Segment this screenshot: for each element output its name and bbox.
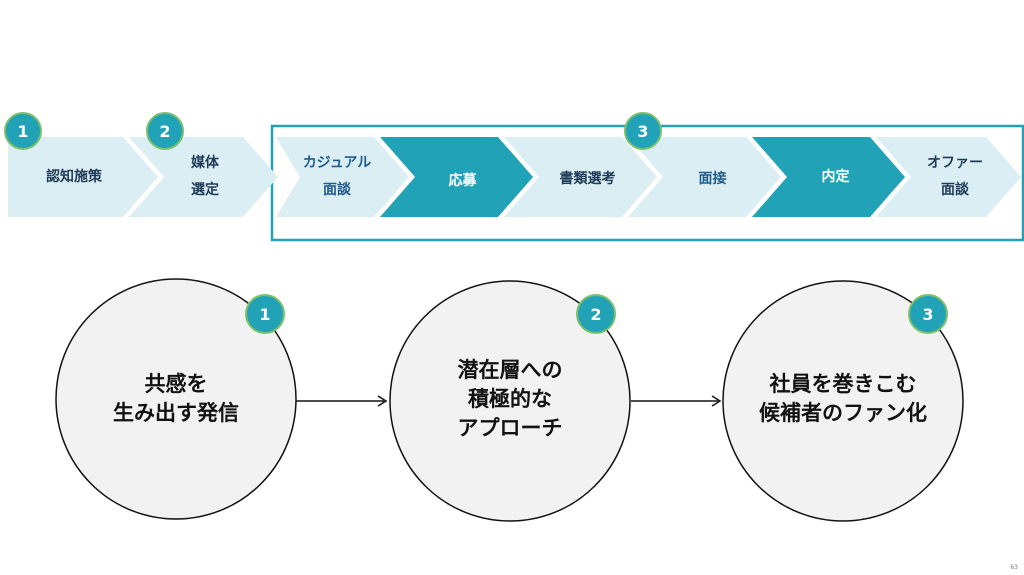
step-label-7: 内定	[821, 168, 850, 185]
circle-text-2: 潜在層への 積極的な アプローチ	[457, 358, 563, 440]
page-number: 63	[1010, 564, 1018, 571]
chevron-step-2	[129, 137, 278, 217]
step-label-6: 面接	[698, 170, 727, 187]
circle-badge-2: 2	[576, 294, 616, 334]
chevron-step-8	[876, 137, 1021, 217]
strategy-circle-2	[389, 280, 631, 522]
arrowhead-1-2	[377, 395, 388, 407]
chevron-step-3	[276, 137, 409, 217]
process-badge-3: 3	[624, 112, 662, 150]
strategy-circle-3	[722, 280, 964, 522]
step-label-4: 応募	[448, 172, 477, 189]
step-label-3: カジュアル 面談	[302, 155, 372, 198]
chevron-step-7	[752, 137, 905, 217]
chevron-step-1	[8, 137, 158, 217]
chevron-step-5	[504, 137, 657, 217]
arrowhead-2-3	[711, 395, 722, 407]
chevron-step-6	[628, 137, 781, 217]
step-label-5: 書類選考	[559, 170, 616, 187]
chevron-step-4	[380, 137, 533, 217]
circle-text-1: 共感を 生み出す発信	[113, 372, 239, 425]
process-badge-1: 1	[4, 112, 42, 150]
circle-badge-1: 1	[245, 294, 285, 334]
step-label-8: オファー 面談	[927, 155, 983, 198]
process-badge-2: 2	[146, 112, 184, 150]
step-label-1: 認知施策	[46, 168, 102, 185]
circle-badge-3: 3	[908, 294, 948, 334]
circle-text-3: 社員を巻きこむ 候補者のファン化	[759, 372, 927, 425]
strategy-circle-1	[55, 278, 297, 520]
step-label-2: 媒体 選定	[191, 155, 219, 198]
